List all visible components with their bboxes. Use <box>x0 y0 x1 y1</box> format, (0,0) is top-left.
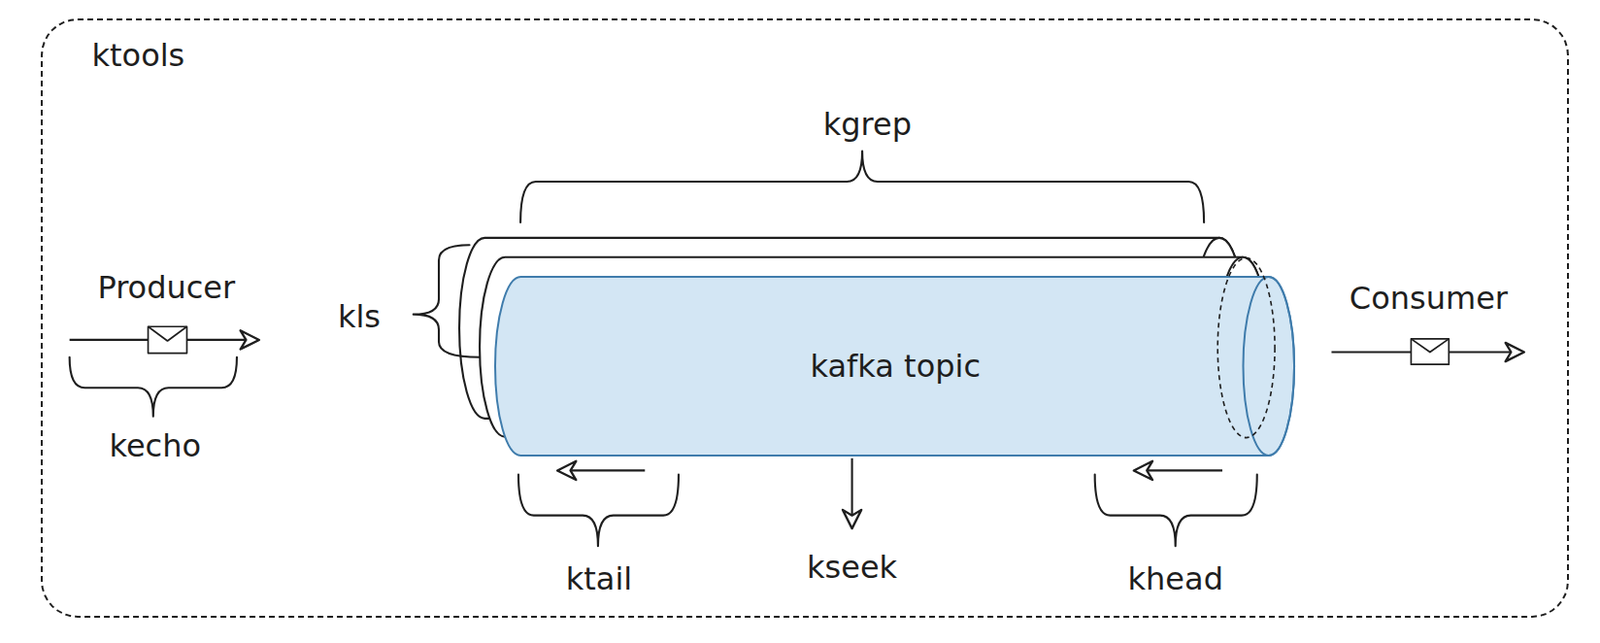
kgrep-brace <box>520 151 1204 224</box>
cylinder-end <box>1242 276 1295 456</box>
topic-label: kafka topic <box>809 347 981 384</box>
envelope-flap <box>1410 338 1449 353</box>
message-envelope <box>1410 338 1449 365</box>
group-title: ktools <box>91 36 185 73</box>
khead-brace <box>1095 474 1258 547</box>
ktail-brace <box>518 474 679 547</box>
kls-brace <box>413 244 480 358</box>
partition-end-dashed <box>1217 257 1275 437</box>
cylinder-body <box>495 276 1295 456</box>
tool-label: kls <box>337 298 381 334</box>
kecho-brace <box>69 357 237 417</box>
message-envelope <box>148 326 188 353</box>
khead-arrow <box>1135 468 1223 471</box>
tool-label: kecho <box>108 428 201 465</box>
tool-label: kseek <box>806 549 898 586</box>
envelope-flap <box>148 326 188 341</box>
topic-node: kafka topic <box>495 275 1297 457</box>
tool-label: Producer <box>97 269 235 306</box>
tool-label: kgrep <box>823 106 912 143</box>
tool-group: kafka topic ktools <box>40 18 1569 618</box>
ktail-arrow <box>559 468 645 471</box>
kseek-arrow <box>851 458 854 527</box>
tool-label: ktail <box>566 561 633 598</box>
tool-label: Consumer <box>1349 279 1508 316</box>
tool-label: khead <box>1128 561 1224 598</box>
